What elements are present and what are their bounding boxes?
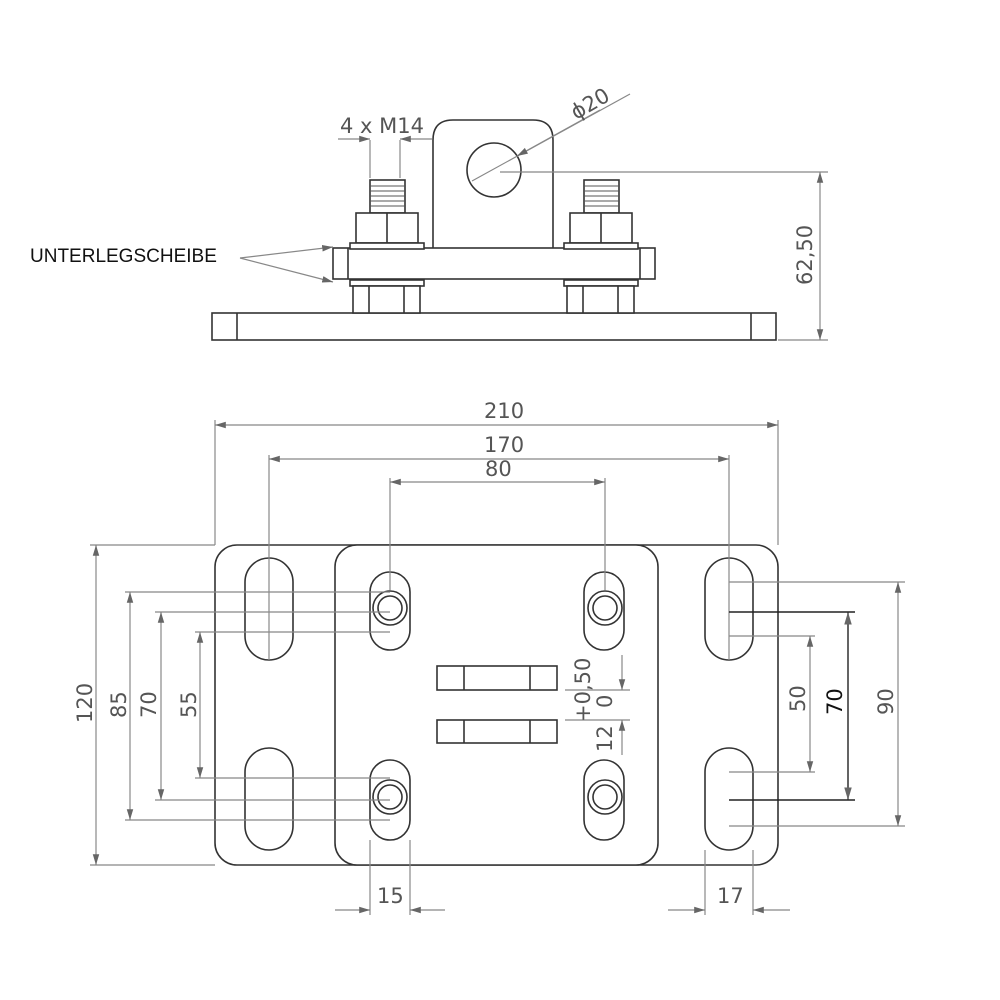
dim-170: 170 [484,433,524,457]
tolerance-upper: +0,50 [571,658,595,722]
dim-55: 55 [177,691,201,718]
dim-70-right: 70 [823,688,847,715]
bolt-dim-label: 4 x M14 [340,114,424,138]
dim-50: 50 [786,685,810,712]
height-dim-label: 62,50 [793,225,817,285]
bolt-right [563,179,639,314]
slot [244,747,294,851]
bolt-left [349,179,425,314]
tolerance-lower: 0 [593,695,617,708]
top-view: 210 170 80 120 85 70 55 90 70 50 +0,5 [73,399,905,915]
slot [704,747,754,851]
dim-90: 90 [874,688,898,715]
base-plate-side [211,312,777,341]
bolt-heads [372,590,623,815]
lug-hole [466,142,522,198]
dim-85: 85 [107,691,131,718]
middle-plate-side [332,247,656,280]
dim-120: 120 [73,683,97,723]
side-view: UNTERLEGSCHEIBE 4 x M14 ϕ20 62,50 [30,83,828,341]
washer-label: UNTERLEGSCHEIBE [30,246,217,267]
dim-70-left: 70 [137,691,161,718]
dim-15: 15 [377,884,404,908]
middle-plate [334,544,659,866]
dim-12: 12 [593,725,617,752]
dim-17: 17 [717,884,744,908]
hole-dim-label: ϕ20 [567,83,614,124]
dim-210: 210 [484,399,524,423]
lug-base-blocks [436,665,558,744]
dim-80: 80 [485,457,512,481]
